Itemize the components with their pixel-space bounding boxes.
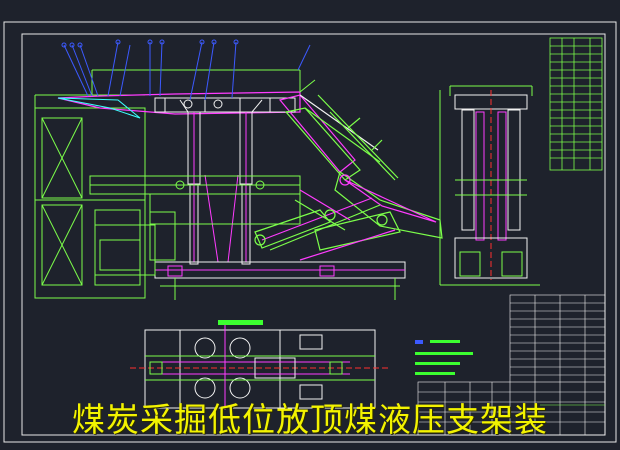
outer-frame bbox=[3, 21, 617, 443]
leader-lines bbox=[61, 39, 311, 101]
middle-frame bbox=[89, 175, 301, 225]
inner-frame bbox=[21, 33, 606, 436]
front-elevation-view bbox=[439, 85, 540, 286]
canopy-beam bbox=[57, 69, 316, 119]
caving-shield-linkage bbox=[254, 94, 443, 261]
leg-stroke-lines bbox=[193, 112, 247, 263]
side-elevation-view bbox=[34, 39, 443, 300]
base-frame bbox=[154, 261, 406, 300]
parts-list-table bbox=[549, 37, 603, 171]
title-block bbox=[417, 294, 606, 436]
face-conveyor-block bbox=[94, 211, 176, 276]
plan-view bbox=[130, 320, 390, 410]
face-guard-block bbox=[34, 94, 146, 299]
drawing-title-caption: 煤炭采掘低位放顶煤液压支架装 bbox=[72, 400, 548, 439]
technical-notes bbox=[415, 340, 473, 375]
hydraulic-legs bbox=[179, 99, 263, 265]
